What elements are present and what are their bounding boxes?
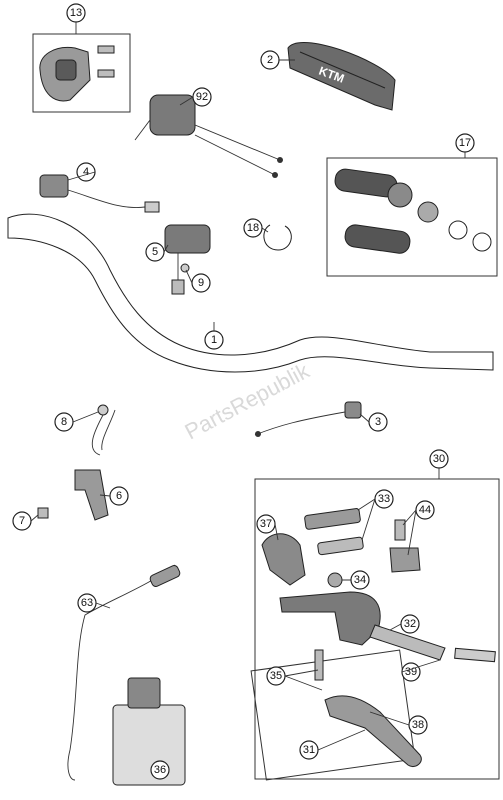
svg-text:33: 33 (378, 493, 390, 505)
svg-text:36: 36 (154, 764, 166, 776)
callout-30: 30 (429, 449, 449, 469)
throttle-housing-part (134, 94, 283, 178)
clamp-part (261, 533, 306, 586)
callout-3: 3 (368, 412, 388, 432)
callout-9: 9 (191, 273, 211, 293)
callout-13: 13 (66, 3, 86, 23)
leader-lines (30, 22, 466, 751)
svg-text:18: 18 (247, 222, 259, 234)
svg-text:63: 63 (81, 597, 93, 609)
callout-33: 33 (374, 489, 394, 509)
svg-text:17: 17 (459, 137, 471, 149)
svg-text:39: 39 (405, 666, 417, 678)
svg-text:37: 37 (260, 518, 272, 530)
callout-92: 92 (192, 87, 212, 107)
callout-2: 2 (260, 50, 280, 70)
callout-6: 6 (109, 486, 129, 506)
svg-text:2: 2 (267, 54, 273, 66)
svg-text:34: 34 (354, 574, 366, 586)
clamp-screws-part (389, 519, 421, 573)
svg-text:30: 30 (433, 453, 445, 465)
start-button-part (91, 404, 116, 456)
brake-line-part (67, 564, 181, 781)
callout-18: 18 (243, 218, 263, 238)
callout-1: 1 (204, 330, 224, 350)
svg-text:4: 4 (83, 166, 89, 178)
kill-switch-part (39, 174, 160, 213)
svg-text:3: 3 (375, 416, 381, 428)
brake-lever-part (324, 695, 422, 768)
lever-pin-part (314, 649, 324, 681)
grip-set-part (334, 168, 492, 254)
svg-text:35: 35 (270, 670, 282, 682)
callout-8: 8 (54, 412, 74, 432)
svg-text:1: 1 (211, 334, 217, 346)
svg-text:92: 92 (196, 91, 208, 103)
bracket-part (37, 469, 109, 521)
callout-36: 36 (150, 760, 170, 780)
svg-text:9: 9 (198, 277, 204, 289)
callout-4: 4 (76, 162, 96, 182)
brake-fluid-bottle-part (112, 677, 186, 786)
handlebar-part (7, 213, 494, 373)
callout-37: 37 (256, 514, 276, 534)
svg-text:44: 44 (419, 504, 431, 516)
svg-text:6: 6 (116, 490, 122, 502)
callout-5: 5 (145, 242, 165, 262)
callout-38: 38 (408, 715, 428, 735)
svg-text:5: 5 (152, 246, 158, 258)
svg-text:38: 38 (412, 719, 424, 731)
bolt-part (454, 647, 496, 663)
reservoir-cover-part (304, 508, 364, 556)
svg-text:31: 31 (303, 744, 315, 756)
group-frame-13 (32, 33, 131, 113)
group-frame-35 (250, 649, 416, 781)
callout-44: 44 (415, 500, 435, 520)
callout-7: 7 (12, 511, 32, 531)
callout-39: 39 (401, 662, 421, 682)
group-frame-17 (326, 157, 498, 277)
light-switch-part (164, 224, 211, 295)
svg-text:13: 13 (70, 7, 82, 19)
handlebar-pad-part: KTM (287, 42, 396, 111)
callout-34: 34 (350, 570, 370, 590)
svg-text:8: 8 (61, 416, 67, 428)
svg-text:7: 7 (19, 515, 25, 527)
callout-17: 17 (455, 133, 475, 153)
master-cylinder-part (279, 591, 381, 646)
callout-63: 63 (77, 593, 97, 613)
callout-32: 32 (400, 614, 420, 634)
nut-part (327, 572, 343, 588)
cable-tie-part (263, 224, 292, 251)
switch-housing-part (39, 45, 115, 102)
kill-button-part (254, 401, 362, 437)
callout-31: 31 (299, 740, 319, 760)
callout-35: 35 (266, 666, 286, 686)
svg-text:32: 32 (404, 618, 416, 630)
group-frame-30 (254, 478, 500, 780)
